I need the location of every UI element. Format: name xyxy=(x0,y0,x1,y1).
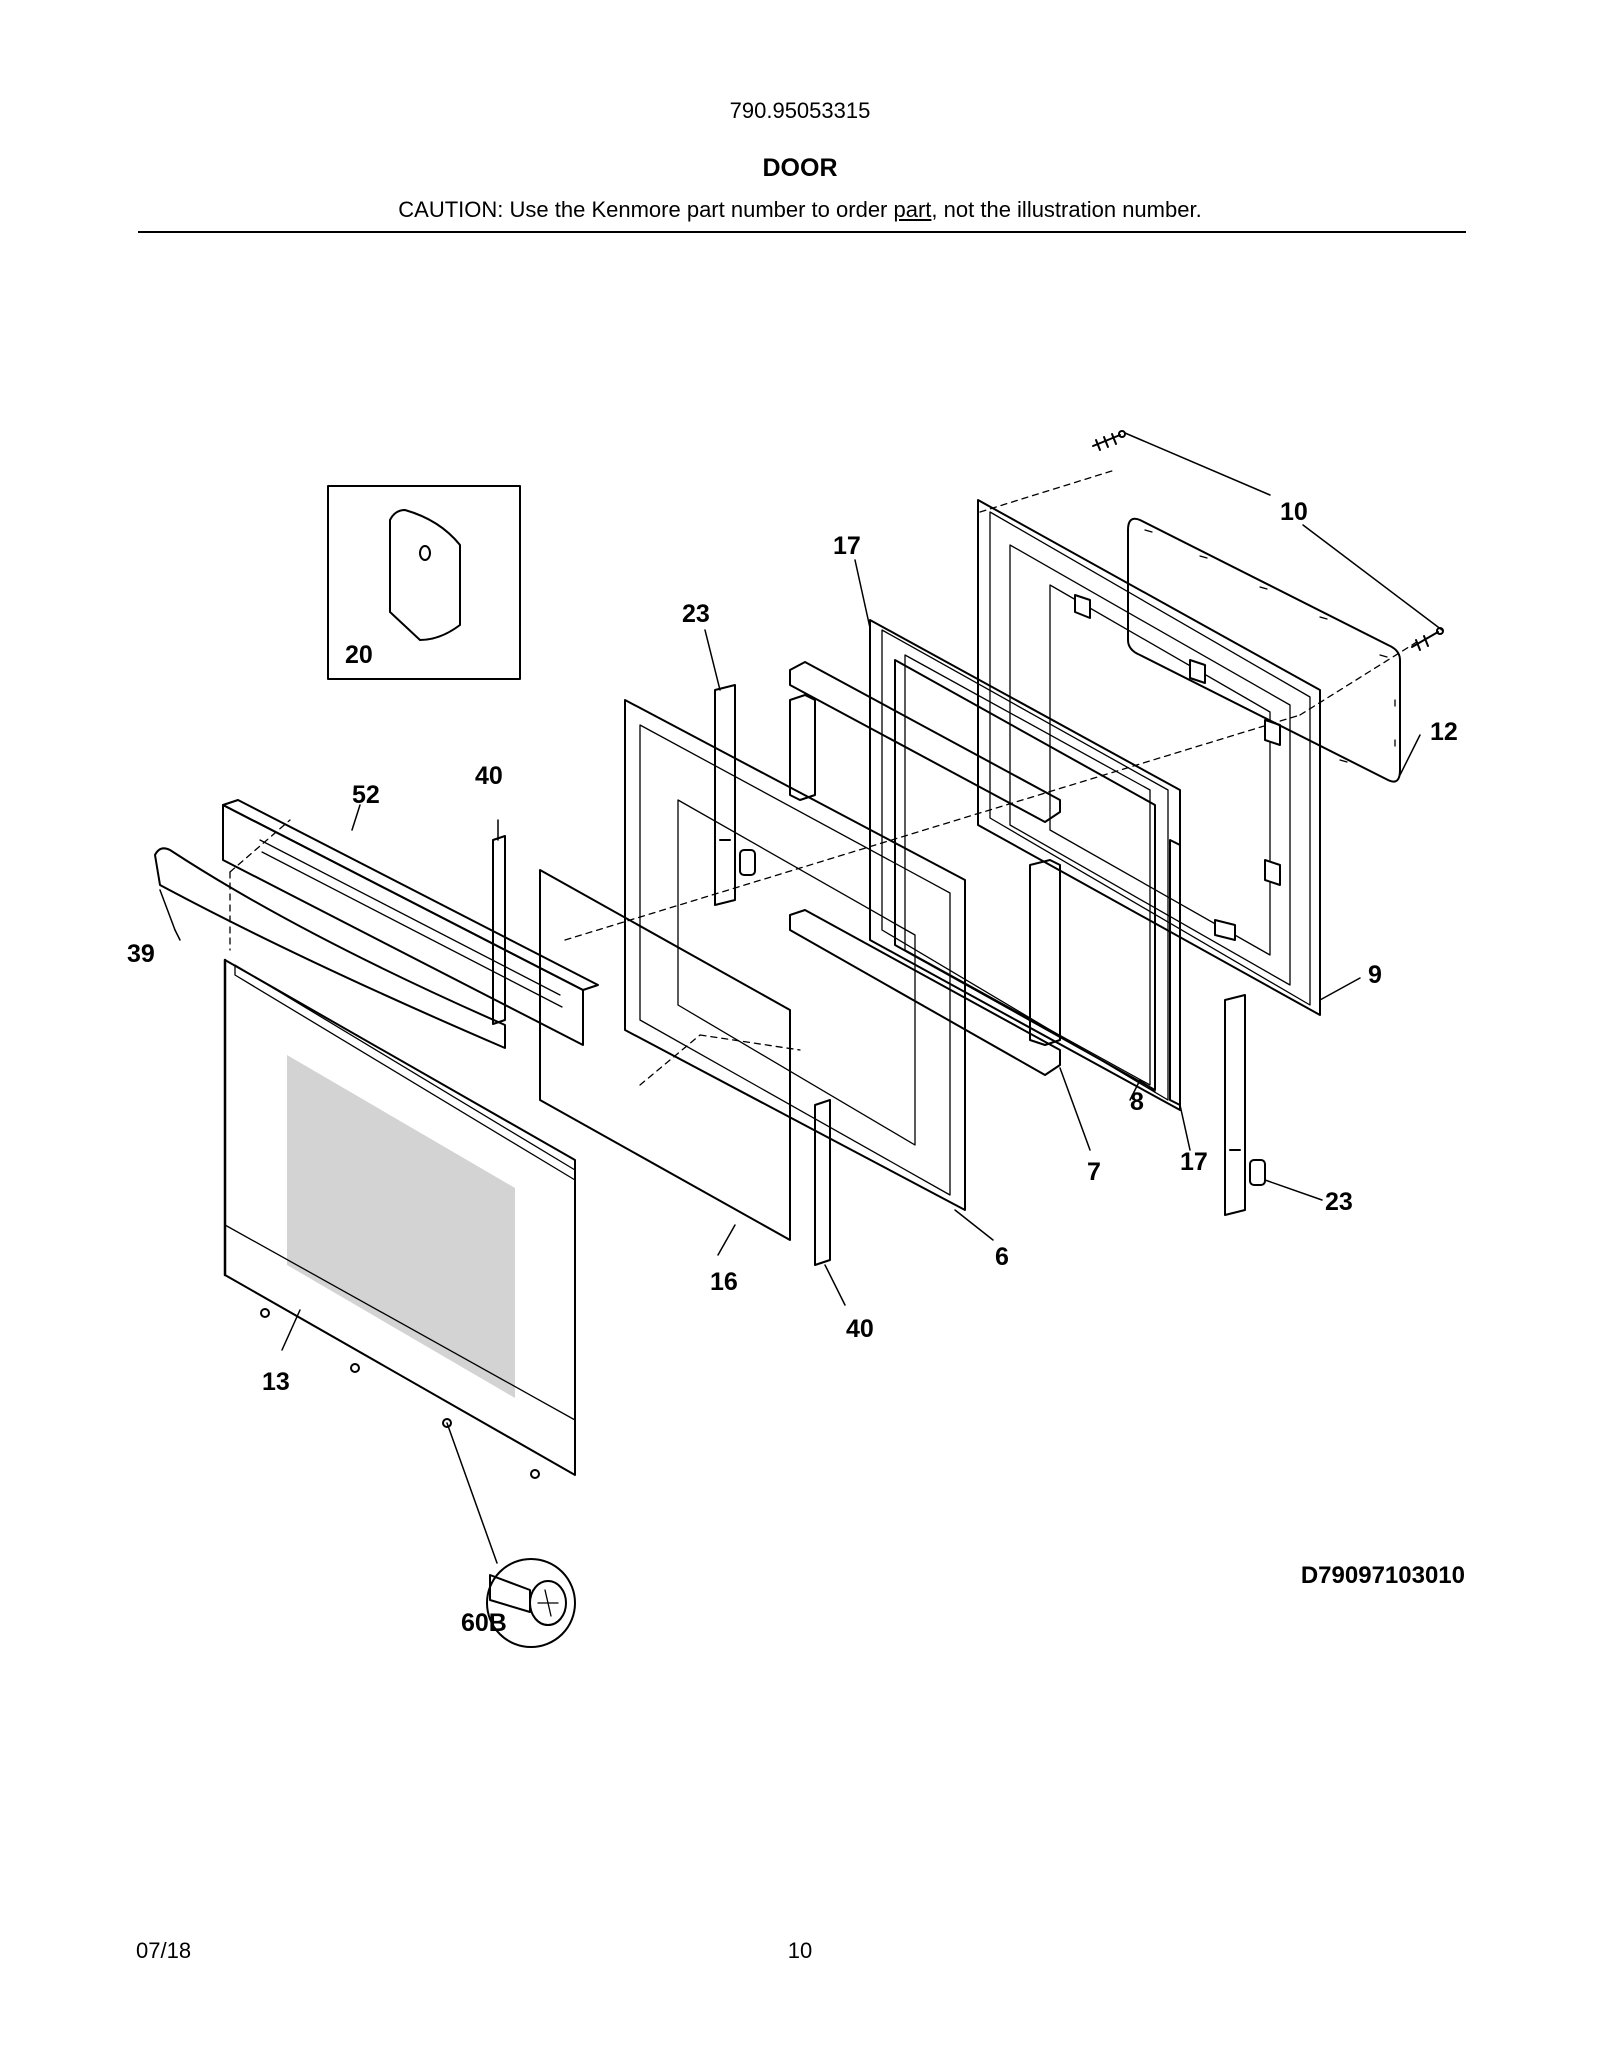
part-9-inner-door-panel xyxy=(977,499,1321,1016)
part-52-trim xyxy=(222,799,599,1046)
assembly-dashed-lines xyxy=(229,469,1421,1086)
callout-23-bottom: 23 xyxy=(1325,1188,1353,1216)
screw-10-right xyxy=(1411,627,1444,651)
caution-prefix: CAUTION: Use the Kenmore part number to … xyxy=(398,197,894,222)
callout-9: 9 xyxy=(1368,961,1382,989)
door-bottom-screws xyxy=(260,1308,540,1479)
part-23-hinge-right xyxy=(1224,994,1266,1216)
callout-39: 39 xyxy=(127,940,155,968)
part-17-liner-frame xyxy=(869,619,1181,1111)
callout-23-top: 23 xyxy=(682,600,710,628)
part-8-insulation-pack xyxy=(894,659,1156,1091)
leader-lines xyxy=(159,432,1443,1564)
caution-note: CAUTION: Use the Kenmore part number to … xyxy=(0,197,1600,223)
page-number: 10 xyxy=(787,1938,813,1963)
callout-20: 20 xyxy=(345,641,373,669)
part-16-glass-panel xyxy=(539,869,791,1241)
callout-17-bottom: 17 xyxy=(1180,1148,1208,1176)
callout-17-top: 17 xyxy=(833,532,861,560)
part-60b-detail xyxy=(486,1558,576,1648)
callout-52: 52 xyxy=(352,781,380,809)
part-40-bracket-top xyxy=(492,835,506,1025)
section-title: DOOR xyxy=(762,154,838,182)
part-6-middle-frame xyxy=(624,699,966,1211)
callout-16: 16 xyxy=(710,1268,738,1296)
drawing-code: D79097103010 xyxy=(1300,1562,1465,1589)
callout-6: 6 xyxy=(995,1243,1009,1271)
part-23-hinge-left xyxy=(714,684,756,906)
callout-10-top: 10 xyxy=(1280,498,1308,526)
part-7-insulation-strips xyxy=(789,661,1061,1076)
part-39-handle xyxy=(154,847,506,1049)
header-rule xyxy=(138,231,1466,233)
caution-underlined-word: part xyxy=(893,197,932,222)
part-20-inset-box xyxy=(327,485,521,680)
part-40-bracket-bottom xyxy=(814,1099,831,1266)
callout-7: 7 xyxy=(1087,1158,1101,1186)
callout-8: 8 xyxy=(1130,1088,1144,1116)
part-13-outer-door xyxy=(223,958,576,1476)
model-number: 790.95053315 xyxy=(729,98,871,123)
callout-40-top: 40 xyxy=(475,762,503,790)
callout-12: 12 xyxy=(1430,718,1458,746)
callout-13: 13 xyxy=(262,1368,290,1396)
callout-labels: 10 17 23 12 40 52 39 9 8 7 17 23 6 16 40… xyxy=(127,498,1458,1637)
part-12-door-gasket xyxy=(1127,517,1401,783)
part-17-side-seal xyxy=(1169,839,1181,1106)
callout-40-bottom: 40 xyxy=(846,1315,874,1343)
caution-suffix: , not the illustration number. xyxy=(931,197,1202,222)
screw-10-top xyxy=(1092,430,1126,451)
callout-60b: 60B xyxy=(461,1609,507,1637)
footer-date: 07/18 xyxy=(136,1938,192,1963)
